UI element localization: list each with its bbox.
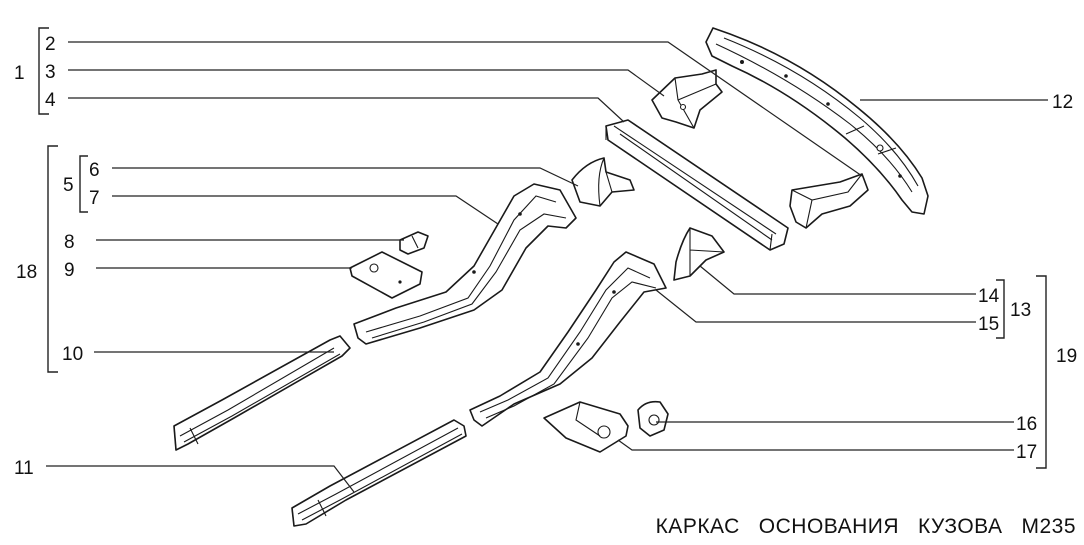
label-3: 3 xyxy=(45,62,56,83)
label-15: 15 xyxy=(978,314,999,335)
part-7-long-member xyxy=(353,183,577,345)
label-18: 18 xyxy=(16,262,37,283)
label-17: 17 xyxy=(1016,442,1037,463)
part-14-bracket xyxy=(673,227,725,281)
label-16: 16 xyxy=(1016,414,1037,435)
label-11: 11 xyxy=(14,458,34,479)
part-11-sill xyxy=(291,419,467,527)
part-15-long-member xyxy=(469,251,667,427)
label-19: 19 xyxy=(1056,346,1077,367)
label-1: 1 xyxy=(14,63,25,84)
label-9: 9 xyxy=(64,260,75,281)
leader-lines xyxy=(46,41,1048,493)
label-5: 5 xyxy=(63,175,74,196)
label-13: 13 xyxy=(1010,300,1031,321)
part-number-labels: 1 2 3 4 5 6 7 8 9 10 11 12 13 14 15 16 1… xyxy=(14,34,1077,479)
part-10-sill xyxy=(173,335,351,451)
group-brackets xyxy=(38,27,1047,469)
part-12-rear-cross-member xyxy=(705,27,929,215)
label-4: 4 xyxy=(45,90,56,111)
label-6: 6 xyxy=(89,160,100,181)
diagram-caption: КАРКАС ОСНОВАНИЯ КУЗОВА М235 xyxy=(655,515,1076,538)
part-8-clip xyxy=(399,231,429,255)
label-14: 14 xyxy=(978,286,1000,307)
label-8: 8 xyxy=(64,232,75,253)
part-16-bracket xyxy=(637,400,669,437)
part-2-bracket xyxy=(789,173,869,229)
part-4-channel xyxy=(605,119,789,251)
label-7: 7 xyxy=(89,188,100,209)
part-3-bracket xyxy=(651,69,723,129)
part-6-bracket xyxy=(571,157,635,207)
part-17-plate xyxy=(543,401,629,453)
label-12: 12 xyxy=(1052,92,1073,113)
label-2: 2 xyxy=(45,34,56,55)
part-9-plate xyxy=(349,251,423,299)
label-10: 10 xyxy=(62,344,83,365)
